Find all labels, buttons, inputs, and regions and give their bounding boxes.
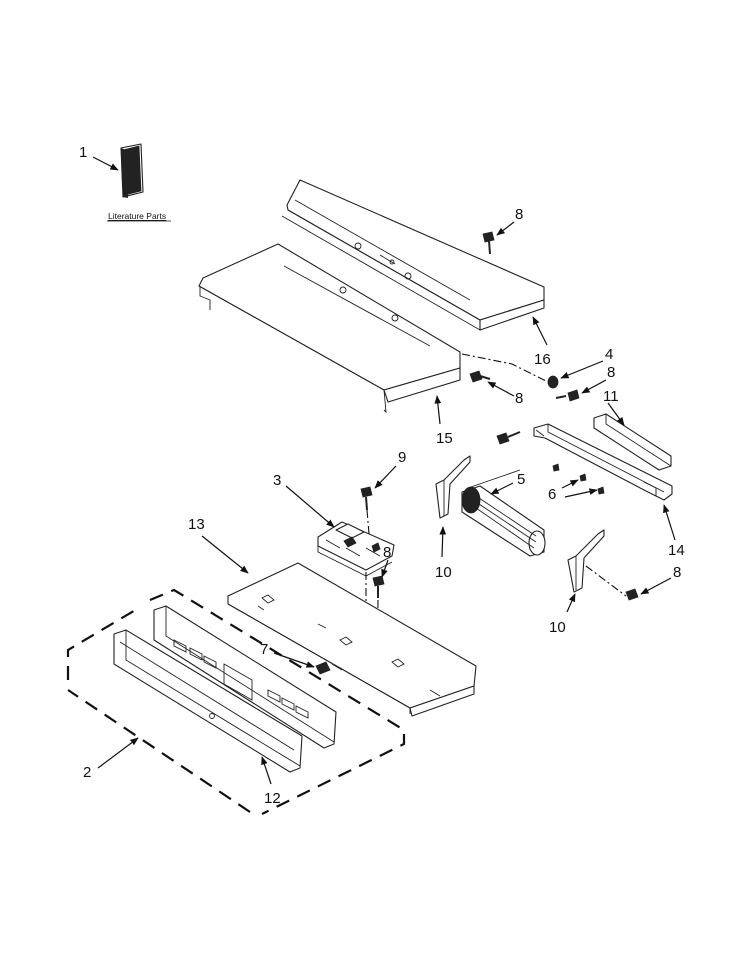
insulation-strip[interactable] [593, 413, 672, 471]
callout-13: 13 [188, 516, 205, 533]
cooling-fan[interactable] [461, 469, 546, 557]
screw-lower-panel[interactable] [469, 370, 491, 383]
callout-6: 6 [548, 486, 556, 503]
callout-8e: 8 [383, 544, 391, 561]
callout-8a: 8 [515, 206, 523, 223]
screw-top-panel[interactable] [482, 231, 495, 255]
callout-7: 7 [260, 641, 268, 658]
callout-12: 12 [264, 790, 281, 807]
literature-caption: Literature Parts [108, 211, 166, 221]
control-panel-mount[interactable] [227, 562, 477, 717]
lower-top-panel[interactable] [198, 243, 461, 414]
fan-bracket-right[interactable] [567, 529, 605, 593]
callout-2: 2 [83, 764, 91, 781]
screw-right-bracket[interactable] [625, 588, 639, 601]
mounting-bracket[interactable] [533, 423, 673, 501]
screw-control-board[interactable] [360, 486, 373, 511]
callout-3: 3 [273, 472, 281, 489]
fan-bracket-left[interactable] [435, 455, 471, 519]
callout-10a: 10 [435, 564, 452, 581]
control-panel-front[interactable] [113, 605, 337, 773]
callout-8b: 8 [515, 390, 523, 407]
callout-9: 9 [398, 449, 406, 466]
washer[interactable] [547, 375, 559, 389]
upper-top-panel[interactable] [281, 179, 545, 331]
callout-8d: 8 [673, 564, 681, 581]
callout-5: 5 [517, 471, 525, 488]
screw-board-bottom[interactable] [372, 575, 385, 598]
callout-10b: 10 [549, 619, 566, 636]
callout-1: 1 [79, 144, 87, 161]
small-screws[interactable] [552, 463, 605, 495]
screw-washer[interactable] [555, 389, 580, 402]
connector[interactable] [315, 661, 331, 675]
callout-15: 15 [436, 430, 453, 447]
control-panel-assembly-outline [66, 588, 406, 815]
screw-bracket[interactable] [496, 431, 521, 445]
callout-4: 4 [605, 346, 613, 363]
callout-14: 14 [668, 542, 685, 559]
control-board[interactable] [317, 521, 395, 577]
literature-booklet[interactable] [120, 143, 144, 198]
callout-8c: 8 [607, 364, 615, 381]
callout-16: 16 [534, 351, 551, 368]
callout-11: 11 [603, 388, 619, 405]
